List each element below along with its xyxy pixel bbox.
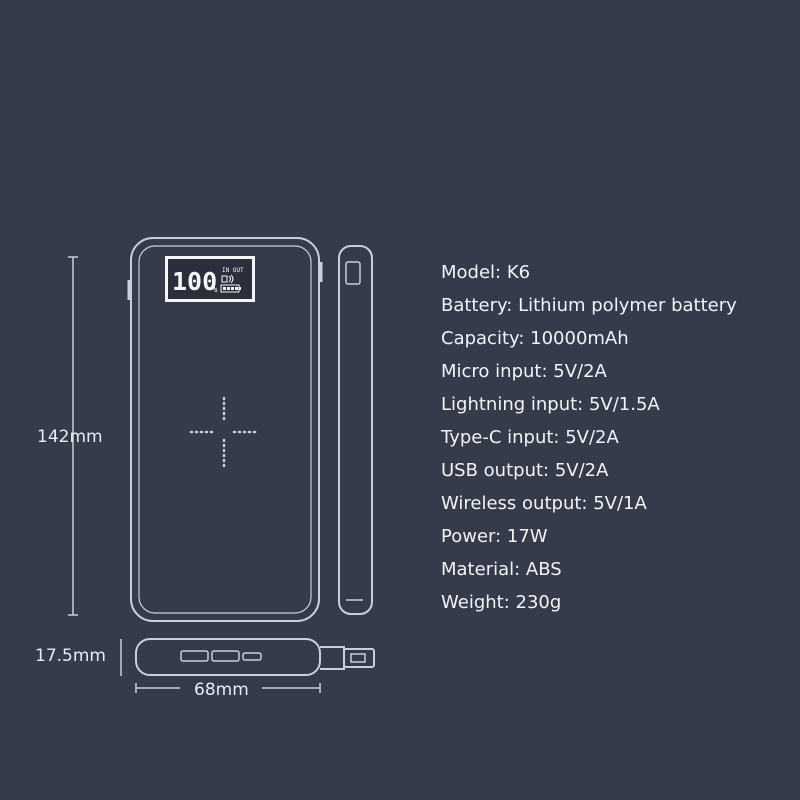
spec-micro-input: Micro input: 5V/2A (441, 361, 607, 382)
wireless-charging-mark (189, 396, 259, 468)
front-inner-outline (138, 245, 312, 614)
wireless-icon (221, 274, 234, 284)
lcd-percent: 100 (172, 267, 217, 296)
spec-type-c-input: Type-C input: 5V/2A (441, 427, 619, 448)
battery-icon (220, 284, 241, 293)
lcd-display: 100 % IN OUT (165, 256, 255, 302)
lcd-in-out: IN OUT (222, 267, 244, 274)
spec-wireless-output: Wireless output: 5V/1A (441, 493, 647, 514)
spec-model: Model: K6 (441, 262, 531, 283)
dimension-lines (68, 256, 321, 693)
side-cable-clip-top (345, 261, 361, 285)
front-outline (130, 237, 320, 622)
height-label: 142mm (37, 427, 103, 447)
spec-weight: Weight: 230g (441, 592, 562, 613)
width-label: 68mm (194, 680, 249, 700)
spec-capacity: Capacity: 10000mAh (441, 328, 629, 349)
spec-list: Model: K6 Battery: Lithium polymer batte… (441, 256, 737, 619)
front-view (127, 237, 323, 622)
bottom-view (135, 638, 375, 676)
spec-material: Material: ABS (441, 559, 562, 580)
depth-label: 17.5mm (35, 646, 106, 666)
side-view (338, 245, 373, 615)
usb-port (180, 650, 209, 662)
spec-usb-output: USB output: 5V/2A (441, 460, 609, 481)
cable-connector (320, 646, 345, 670)
side-outline (338, 245, 373, 615)
usb-port (211, 650, 240, 662)
spec-lightning-input: Lightning input: 5V/1.5A (441, 394, 660, 415)
spec-battery: Battery: Lithium polymer battery (441, 295, 737, 316)
micro-usb-port (242, 652, 262, 661)
cable-plug (343, 648, 375, 668)
lcd-percent-sign: % (212, 285, 218, 295)
bottom-outline (135, 638, 321, 676)
cable-plug-tip (350, 653, 366, 663)
spec-power: Power: 17W (441, 526, 548, 547)
